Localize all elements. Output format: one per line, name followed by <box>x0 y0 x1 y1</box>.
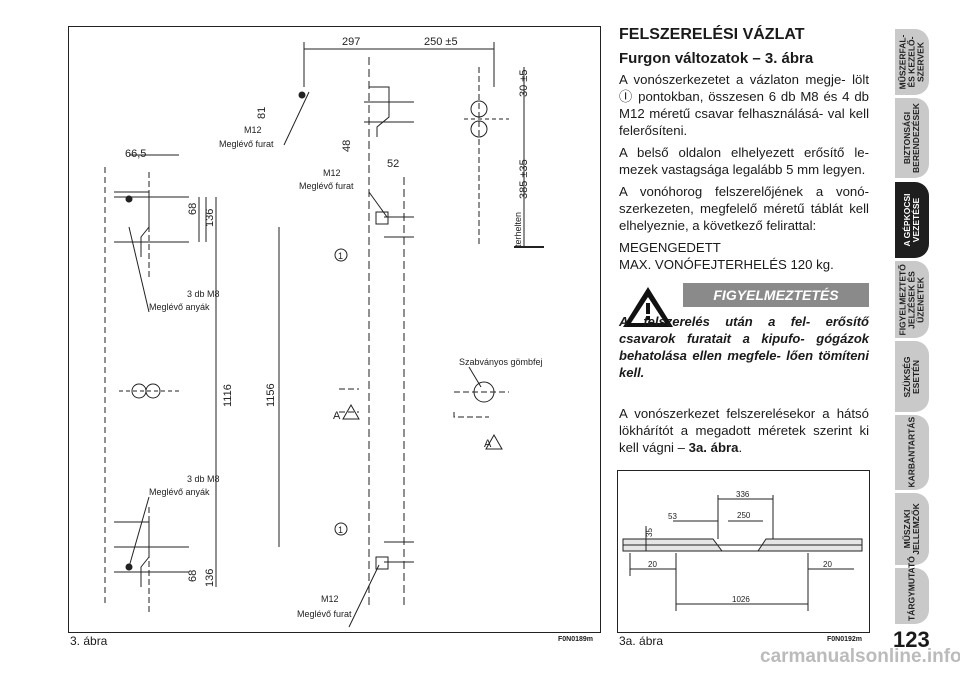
dim-1156: 1156 <box>265 383 277 407</box>
figure-3a-code: F0N0192m <box>827 636 863 643</box>
dim-81: 81 <box>256 107 268 119</box>
label-gombfej: Szabványos gömbfej <box>459 357 543 367</box>
chapter-tab-label: FIGYELMEZTETŐ JELZÉSEK ÉS ÜZENETEK <box>897 263 926 335</box>
callout-1-bottom: 1 <box>338 525 343 535</box>
dim-53: 53 <box>668 512 677 521</box>
dim-136-top: 136 <box>204 209 216 227</box>
label-furat-1: Meglévő furat <box>219 139 274 149</box>
chapter-tab-label: A GÉPKOCSI VEZETÉSE <box>902 193 921 247</box>
section-title: FELSZERELÉSI VÁZLAT <box>619 26 805 43</box>
chapter-tab-7[interactable]: MŰSZAKI JELLEMZŐK <box>895 493 929 565</box>
label-anyak-2: Meglévő anyák <box>149 487 210 497</box>
warning-box: FIGYELMEZTETÉS A felszerelés után a fel-… <box>619 279 869 397</box>
section-a-2: A <box>484 438 492 450</box>
section-subtitle: Furgon változatok – 3. ábra <box>619 50 814 67</box>
sign-line-1: MEGENGEDETT <box>619 240 721 255</box>
dim-66-5: 66,5 <box>125 148 146 160</box>
label-anyak-1: Meglévő anyák <box>149 302 210 312</box>
chapter-tab-label: KARBANTARTÁS <box>906 416 917 487</box>
figure-3a-frame: 336 250 53 35 20 20 1026 <box>617 470 870 633</box>
dim-1116: 1116 <box>222 384 234 407</box>
figure-3-frame: 297 250 ±5 30 ±5 81 48 52 385 ±35 66,5 6… <box>68 26 601 633</box>
label-furat-3: Meglévő furat <box>297 609 352 619</box>
paragraph-1: A vonószerkezetet a vázlaton megje- lölt… <box>619 72 869 138</box>
chapter-tab-5[interactable]: SZÜKSÉG ESETÉN <box>895 341 929 412</box>
chapter-tab-label: SZÜKSÉG ESETÉN <box>902 355 921 398</box>
figure-3a-caption: 3a. ábra <box>619 634 664 648</box>
chapter-tab-1[interactable]: MŰSZERFAL- ÉS KEZELŐ- SZERVEK <box>895 29 929 95</box>
warning-icon <box>623 287 673 327</box>
dim-20-left: 20 <box>648 560 657 569</box>
text-column: FELSZERELÉSI VÁZLAT Furgon változatok – … <box>619 26 869 461</box>
dim-336: 336 <box>736 490 750 499</box>
chapter-tab-3[interactable]: A GÉPKOCSI VEZETÉSE <box>895 182 929 258</box>
dim-1026: 1026 <box>732 595 750 604</box>
chapter-tab-label: BIZTONSÁGI BERENDEZÉSEK <box>902 103 921 173</box>
label-m8-1: 3 db M8 <box>187 289 220 299</box>
page-number: 123 <box>893 627 930 652</box>
section-a-1: A <box>333 410 341 422</box>
dim-48: 48 <box>341 140 353 152</box>
figure-3-caption: 3. ábra <box>70 634 108 648</box>
dim-52: 52 <box>387 158 399 170</box>
paragraph-3: A vonóhorog felszerelőjének a vonó- szer… <box>619 184 869 233</box>
dim-136-bottom: 136 <box>204 569 216 587</box>
dim-35: 35 <box>645 528 654 537</box>
chapter-tab-2[interactable]: BIZTONSÁGI BERENDEZÉSEK <box>895 98 929 178</box>
figure-3-drawing: 297 250 ±5 30 ±5 81 48 52 385 ±35 66,5 6… <box>104 36 544 628</box>
label-m12-1: M12 <box>244 125 262 135</box>
label-m12-3: M12 <box>321 594 339 604</box>
watermark: carmanualsonline.info <box>760 646 960 667</box>
label-furat-2: Meglévő furat <box>299 181 354 191</box>
paragraph-5-text: A vonószerkezet felszerelésekor a hátsó … <box>619 406 869 455</box>
dim-30: 30 ±5 <box>518 70 530 97</box>
chapter-tab-label: MŰSZERFAL- ÉS KEZELŐ- SZERVEK <box>897 34 926 90</box>
chapter-tab-6[interactable]: KARBANTARTÁS <box>895 415 929 490</box>
callout-1-top: 1 <box>338 251 343 261</box>
paragraph-5-ref: 3a. ábra <box>688 440 739 455</box>
paragraph-5: A vonószerkezet felszerelésekor a hátsó … <box>619 405 869 456</box>
figure-3a-drawing: 336 250 53 35 20 20 1026 <box>622 490 863 611</box>
chapter-tab-label: MŰSZAKI JELLEMZŐK <box>902 503 921 555</box>
sign-line-2: MAX. VONÓFEJTERHELÉS 120 kg. <box>619 257 834 272</box>
label-m8-2: 3 db M8 <box>187 474 220 484</box>
chapter-tab-8[interactable]: TÁRGYMUTATÓ <box>895 556 929 624</box>
chapter-tab-4[interactable]: FIGYELMEZTETŐ JELZÉSEK ÉS ÜZENETEK <box>895 261 929 338</box>
chapter-tab-label: TÁRGYMUTATÓ <box>906 556 917 621</box>
dim-385: 385 ±35 <box>518 159 530 199</box>
dim-297: 297 <box>342 36 360 48</box>
paragraph-5-end: . <box>738 440 743 455</box>
label-terhelten: terhelten <box>513 212 523 247</box>
paragraph-2: A belső oldalon elhelyezett erősítő le- … <box>619 145 869 177</box>
warning-title: FIGYELMEZTETÉS <box>683 283 869 307</box>
warning-text: A felszerelés után a fel- erősítő csavar… <box>619 314 869 380</box>
figure-3-code: F0N0189m <box>558 636 594 643</box>
dim-250-3a: 250 <box>737 511 751 520</box>
dim-68-top: 68 <box>187 203 199 215</box>
dim-250: 250 ±5 <box>424 36 458 48</box>
label-m12-2: M12 <box>323 168 341 178</box>
dim-68-bottom: 68 <box>187 570 199 582</box>
dim-20-right: 20 <box>823 560 832 569</box>
